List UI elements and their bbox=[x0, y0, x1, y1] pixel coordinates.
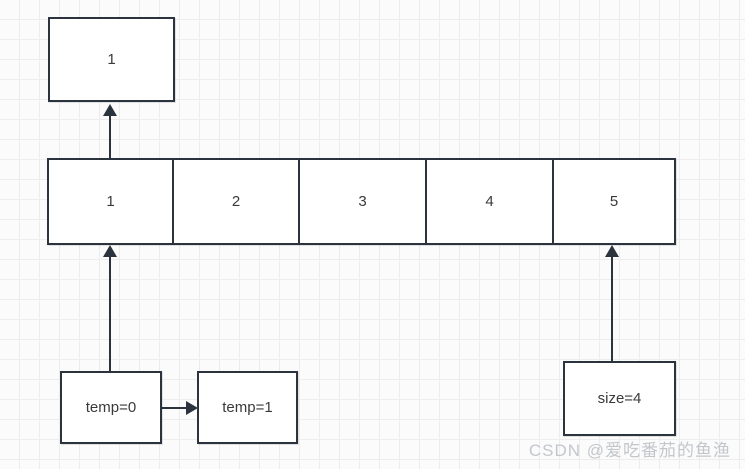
array-cell-1: 2 bbox=[174, 160, 300, 243]
arrow-shaft bbox=[162, 407, 188, 409]
array-cell-1-label: 2 bbox=[231, 193, 241, 210]
arrowhead-icon bbox=[186, 401, 198, 415]
arrow-up-icon-temp0-to-array bbox=[103, 245, 117, 371]
array-cell-4-label: 5 bbox=[609, 193, 619, 210]
size-label: size=4 bbox=[597, 390, 642, 407]
arrow-shaft bbox=[109, 113, 111, 160]
arrow-up-icon-cell0-to-top bbox=[103, 104, 117, 160]
arrow-shaft bbox=[109, 254, 111, 371]
temp-before-box: temp=0 bbox=[60, 371, 162, 444]
arrowhead-icon bbox=[605, 245, 619, 257]
array-cell-0: 1 bbox=[49, 160, 174, 243]
arrow-right-icon-temp0-to-temp1 bbox=[162, 401, 198, 415]
top-value-box: 1 bbox=[48, 17, 175, 102]
array-cell-3-label: 4 bbox=[485, 193, 494, 210]
array-cell-4: 5 bbox=[554, 160, 674, 243]
array-strip: 1 2 3 4 5 bbox=[47, 158, 676, 245]
array-cell-2-label: 3 bbox=[358, 193, 367, 210]
watermark: CSDN @爱吃番茄的鱼渔 bbox=[528, 441, 731, 460]
array-cell-3: 4 bbox=[427, 160, 554, 243]
arrowhead-icon bbox=[103, 245, 117, 257]
size-box: size=4 bbox=[563, 361, 676, 436]
arrow-shaft bbox=[611, 254, 613, 361]
arrowhead-icon bbox=[103, 104, 117, 116]
array-cell-0-label: 1 bbox=[106, 193, 115, 210]
temp-before-label: temp=0 bbox=[85, 399, 137, 416]
temp-after-label: temp=1 bbox=[222, 399, 273, 416]
array-cell-2: 3 bbox=[300, 160, 427, 243]
temp-after-box: temp=1 bbox=[197, 371, 298, 444]
top-value-label: 1 bbox=[107, 51, 116, 68]
arrow-up-icon-size-to-array bbox=[605, 245, 619, 361]
